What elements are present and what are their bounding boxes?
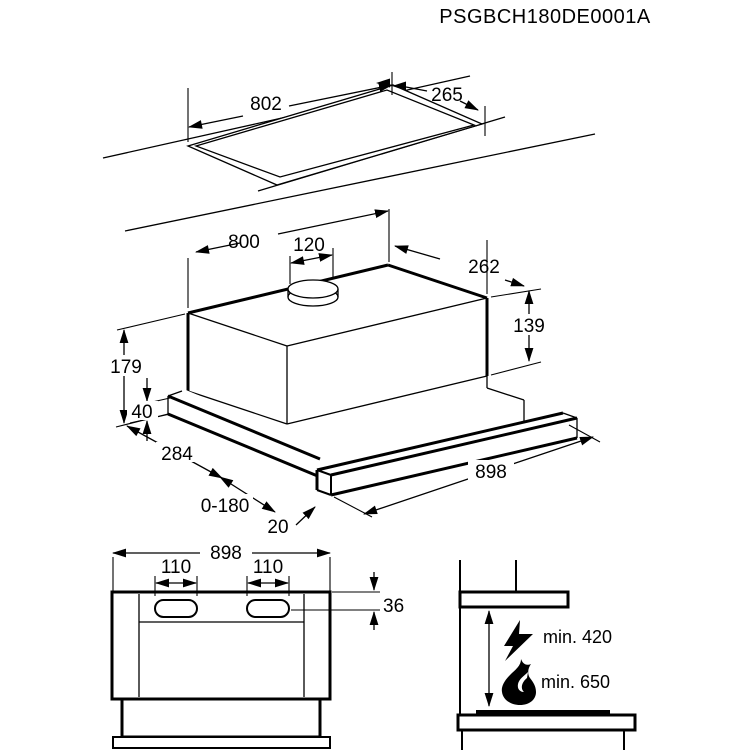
dim-line-262 bbox=[394, 245, 441, 260]
label-bg bbox=[468, 460, 514, 481]
flame-icon-inner bbox=[517, 672, 528, 692]
dim-line-802 bbox=[188, 115, 244, 129]
label-bg bbox=[156, 442, 198, 462]
cutout-outer-outline bbox=[186, 84, 484, 186]
dim-leader-265 bbox=[459, 100, 479, 111]
ext-line bbox=[568, 424, 601, 443]
dim-line-802 bbox=[288, 83, 393, 107]
clearance-gas-label: min. 650 bbox=[541, 672, 610, 692]
side-clearance-view: min. 420 min. 650 bbox=[456, 560, 637, 750]
dim-visor-height: 40 bbox=[131, 402, 152, 423]
cutout-top-view: 802 265 bbox=[102, 72, 596, 232]
dim-line-262 bbox=[504, 277, 525, 287]
cooktop-surface bbox=[476, 710, 610, 715]
drawing-code: PSGBCH180DE0001A bbox=[439, 6, 651, 28]
clearance-electric-label: min. 420 bbox=[543, 627, 612, 647]
counter-side-outline bbox=[456, 713, 637, 732]
cutout-inner-outline bbox=[193, 89, 477, 178]
dim-strip-width: 898 bbox=[475, 462, 507, 483]
pullout-end-top-edge bbox=[167, 390, 183, 397]
body-top-left-edge bbox=[187, 312, 288, 347]
dim-body-depth: 262 bbox=[468, 257, 500, 278]
isometric-view: 800 120 262 139 179 40 284 bbox=[107, 209, 601, 538]
ext-line bbox=[490, 361, 542, 376]
duct-collar-top bbox=[287, 279, 339, 299]
dim-total-depth: 284 bbox=[161, 444, 193, 465]
ext-line bbox=[490, 288, 542, 298]
mounting-slot-left bbox=[154, 599, 198, 618]
dim-line-265 bbox=[405, 86, 428, 92]
counter-front-edge bbox=[124, 133, 596, 232]
mounting-slot-right bbox=[246, 599, 290, 618]
dim-strip-thickness: 20 bbox=[267, 517, 288, 538]
lightning-bolt-icon bbox=[504, 620, 533, 661]
ext-line bbox=[333, 496, 373, 518]
body-bottom-front-edge bbox=[286, 375, 488, 425]
strip-left-bottom-edge bbox=[316, 489, 332, 496]
strip-right-top-edge bbox=[562, 412, 578, 419]
dim-arrow bbox=[392, 81, 406, 91]
step-edge bbox=[486, 387, 525, 401]
front-view: 898 110 110 36 bbox=[110, 543, 404, 749]
pullout-bottom-edge bbox=[167, 412, 321, 479]
dim-overall-width: 898 bbox=[210, 543, 242, 564]
dim-cutout-width: 802 bbox=[250, 94, 282, 115]
dim-line-800 bbox=[277, 209, 389, 235]
front-strip-fill bbox=[317, 413, 577, 495]
label-bg bbox=[107, 355, 145, 376]
front-body-outline bbox=[110, 590, 332, 701]
dim-body-width: 800 bbox=[228, 232, 260, 253]
dim-telescopic-travel: 0-180 bbox=[201, 496, 250, 517]
body-top-front-edge bbox=[286, 297, 488, 347]
body-top-right-edge bbox=[387, 263, 488, 300]
label-bg bbox=[510, 314, 548, 335]
dim-band-height: 36 bbox=[383, 596, 404, 617]
dim-duct-diameter: 120 bbox=[293, 235, 325, 256]
hood-side-outline bbox=[458, 590, 570, 609]
dim-leader-20 bbox=[295, 506, 316, 526]
dim-slot-right: 110 bbox=[253, 557, 283, 578]
hood-body-fill bbox=[188, 265, 487, 424]
dim-body-height: 139 bbox=[513, 316, 545, 337]
dim-line-800 bbox=[195, 242, 241, 254]
dim-line-120 bbox=[290, 253, 333, 265]
front-pullout-stage bbox=[120, 697, 322, 739]
dim-total-height: 179 bbox=[110, 357, 142, 378]
dim-slot-left: 110 bbox=[161, 557, 191, 578]
label-bg bbox=[197, 494, 253, 514]
pullout-top-edge bbox=[167, 394, 321, 461]
dim-cutout-depth: 265 bbox=[431, 85, 463, 106]
dim-arrow bbox=[376, 78, 390, 88]
ext-line bbox=[116, 313, 186, 331]
strip-left-top-edge bbox=[316, 469, 332, 476]
label-bg bbox=[127, 401, 158, 420]
body-bottom-left-edge bbox=[187, 390, 288, 425]
front-strip-bar bbox=[112, 736, 331, 749]
